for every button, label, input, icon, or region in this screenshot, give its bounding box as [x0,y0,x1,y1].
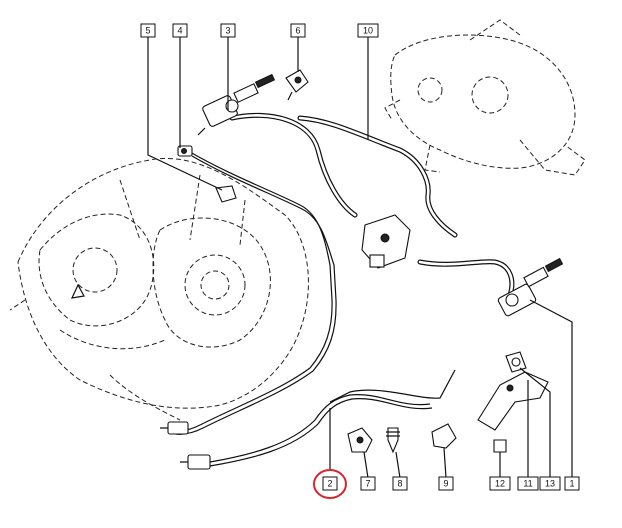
callout-3: 3 [220,23,236,38]
slave-cylinder [497,257,564,317]
svg-text:10: 10 [363,25,373,35]
callout-6: 6 [290,23,306,38]
junction-block [361,214,411,269]
pipe-union [177,145,193,157]
pipe-end-fittings [160,421,211,470]
svg-text:12: 12 [495,478,505,488]
callout-2: 2 [322,476,338,491]
small-fittings [347,423,457,454]
pedal-assembly [384,19,586,176]
svg-text:4: 4 [177,25,182,35]
bracket-assembly [477,351,549,453]
svg-text:11: 11 [523,478,532,488]
svg-text:1: 1 [569,478,574,488]
svg-text:3: 3 [225,25,230,35]
callout-7: 7 [360,476,376,491]
leader-lines [147,36,573,479]
master-cylinder [197,73,276,136]
callout-10: 10 [357,23,379,38]
svg-text:2: 2 [327,478,332,488]
svg-text:13: 13 [545,478,555,488]
callout-13: 13 [539,476,561,491]
svg-text:9: 9 [443,478,448,488]
svg-text:7: 7 [365,478,370,488]
svg-text:8: 8 [397,478,402,488]
callout-4: 4 [172,23,188,38]
highlight-circle [313,469,347,499]
callout-9: 9 [438,476,454,491]
svg-text:6: 6 [295,25,300,35]
callout-5: 5 [140,23,156,38]
callout-1: 1 [564,476,580,491]
hose-connector [285,69,309,101]
gearbox-housing [9,158,309,421]
svg-text:5: 5 [145,25,150,35]
hydraulic-pipes [174,112,515,467]
callout-11: 11 [517,476,539,491]
callout-8: 8 [392,476,408,491]
callout-12: 12 [489,476,511,491]
